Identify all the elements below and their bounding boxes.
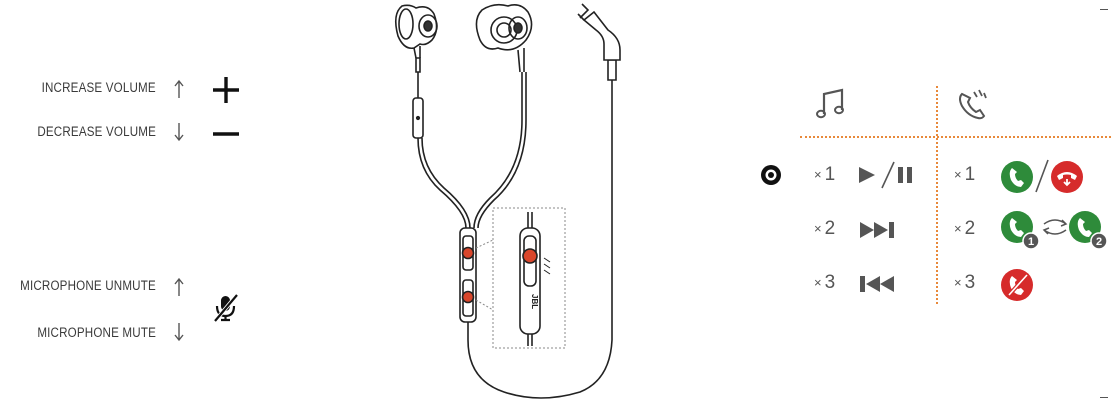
music-press-count-3: ×3 bbox=[814, 272, 836, 293]
arrow-up-icon bbox=[174, 277, 184, 296]
table-horizontal-divider bbox=[800, 136, 1111, 138]
music-note-icon bbox=[816, 88, 844, 119]
switch-call-2-icon: 2 bbox=[1069, 211, 1108, 250]
answer-call-icon bbox=[1001, 161, 1033, 193]
call-press-count-3: ×3 bbox=[954, 272, 976, 293]
call-badge-2: 2 bbox=[1096, 236, 1102, 248]
phone-call-icon bbox=[959, 89, 987, 120]
crop-mark bbox=[1100, 9, 1108, 10]
arrow-down-icon bbox=[174, 323, 184, 342]
reject-call-icon bbox=[1051, 161, 1083, 193]
decrease-volume-label: DECREASE VOLUME bbox=[37, 124, 156, 139]
brand-logo: JBL bbox=[530, 294, 539, 309]
remote-button-icon bbox=[761, 165, 781, 185]
microphone-unmute-label: MICROPHONE UNMUTE bbox=[20, 278, 156, 293]
right-earbud bbox=[475, 3, 533, 73]
switch-call-1-icon: 1 bbox=[1001, 211, 1040, 250]
play-pause-icon bbox=[859, 161, 912, 189]
table-vertical-divider bbox=[936, 86, 938, 304]
call-press-count-2: ×2 bbox=[954, 218, 976, 239]
call-badge-1: 1 bbox=[1028, 236, 1034, 248]
plus-icon bbox=[213, 77, 239, 103]
call-press-count-1: ×1 bbox=[954, 164, 976, 185]
next-track-icon bbox=[860, 222, 894, 238]
decline-call-icon bbox=[1001, 269, 1033, 301]
microphone-mute-label: MICROPHONE MUTE bbox=[37, 325, 156, 340]
earphones-illustration: JBL bbox=[394, 3, 621, 399]
increase-volume-label: INCREASE VOLUME bbox=[41, 80, 156, 95]
slash-divider bbox=[1035, 159, 1049, 193]
crop-mark bbox=[1100, 397, 1108, 398]
swap-arrows-icon bbox=[1042, 219, 1068, 235]
arrow-up-icon bbox=[174, 79, 184, 98]
microphone-mute-icon bbox=[213, 293, 239, 323]
music-press-count-1: ×1 bbox=[814, 164, 836, 185]
minus-icon bbox=[213, 132, 239, 136]
left-earbud bbox=[394, 4, 438, 73]
arrow-down-icon bbox=[174, 123, 184, 142]
previous-track-icon bbox=[860, 276, 894, 292]
music-press-count-2: ×2 bbox=[814, 218, 836, 239]
